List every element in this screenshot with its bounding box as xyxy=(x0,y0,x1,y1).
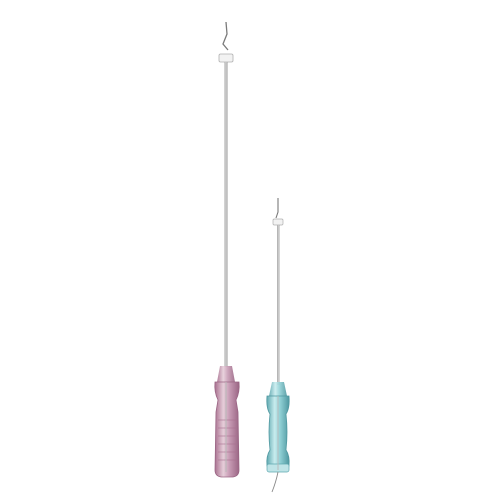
large-needle-hub xyxy=(214,381,240,478)
large-needle xyxy=(214,21,240,478)
small-needle-wire xyxy=(271,471,279,493)
small-needle-hub-neck xyxy=(269,382,287,396)
small-needle-stopper xyxy=(272,218,284,226)
large-needle-hub-neck xyxy=(217,366,235,382)
large-needle-shaft xyxy=(224,62,228,367)
large-needle-stopper xyxy=(218,53,234,63)
large-needle-grip-ribs xyxy=(218,419,236,461)
small-needle-tip xyxy=(275,198,279,219)
small-needle-shaft xyxy=(277,225,280,385)
small-needle xyxy=(266,198,290,493)
large-needle-tip xyxy=(222,21,229,51)
